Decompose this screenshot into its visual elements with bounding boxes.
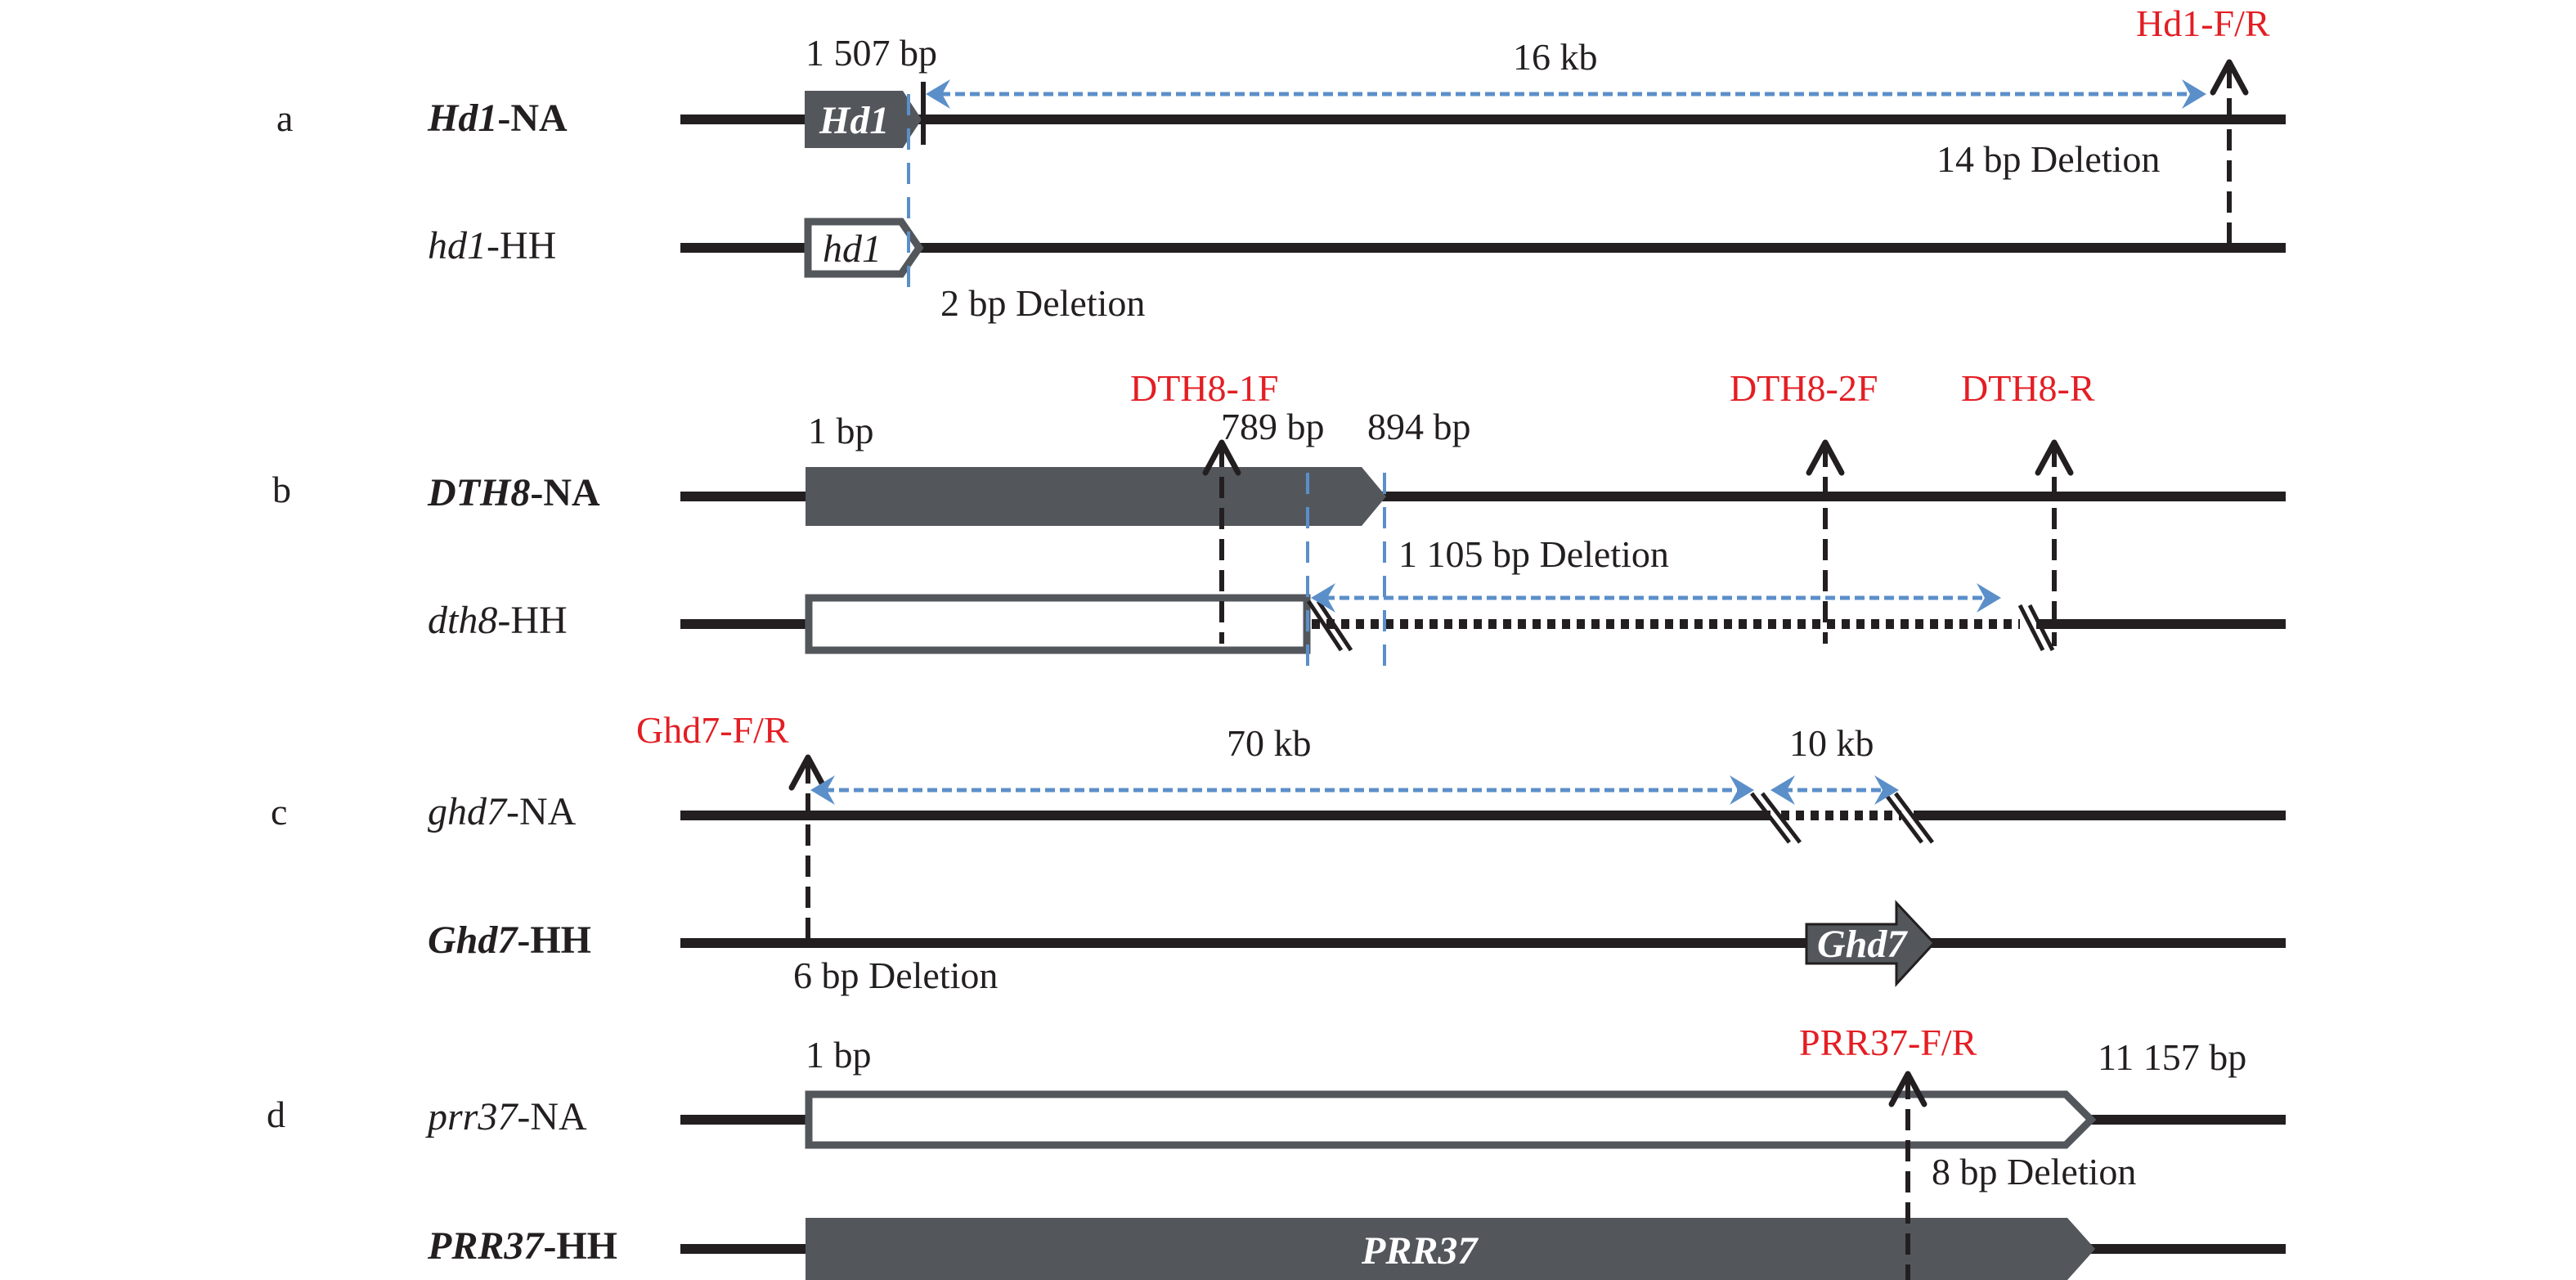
break-mark-dth8-right bbox=[2017, 604, 2055, 652]
position-label-11157bp: 11 157 bp bbox=[2098, 1036, 2246, 1078]
allele-label-ghd7-hh: Ghd7-HH bbox=[428, 918, 591, 962]
panel-label-c: c bbox=[271, 791, 287, 833]
gene-box-prr37 bbox=[806, 1218, 2095, 1280]
interval-arrow-10kb bbox=[1770, 775, 1899, 805]
primer-label-ghd7: Ghd7-F/R bbox=[636, 709, 789, 751]
primer-arrow-dth8-1f bbox=[1202, 439, 1241, 644]
primer-label-prr37: PRR37-F/R bbox=[1799, 1022, 1977, 1063]
deletion-label-2bp: 2 bp Deletion bbox=[940, 282, 1145, 324]
allele-label-prr37-na: prr37-NA bbox=[425, 1095, 587, 1139]
panel-label-b: b bbox=[272, 469, 291, 510]
primer-label-hd1: Hd1-F/R bbox=[2136, 2, 2270, 44]
panel-c: c ghd7-NA Ghd7-HH Ghd7 Ghd7-F/R 70 kb 10… bbox=[271, 709, 2286, 996]
gene-arrow-label-ghd7: Ghd7 bbox=[1817, 923, 1908, 966]
primer-arrow-prr37 bbox=[1888, 1071, 1928, 1280]
primer-label-dth8-2f: DTH8-2F bbox=[1730, 367, 1878, 409]
break-mark-ghd7-right bbox=[1883, 792, 1934, 844]
interval-label-70kb: 70 kb bbox=[1227, 722, 1312, 764]
position-label-789bp: 789 bp bbox=[1221, 406, 1325, 447]
panel-d: d prr37-NA PRR37-HH PRR37 1 bp 11 157 bp… bbox=[267, 1022, 2286, 1280]
primer-label-dth8-1f: DTH8-1F bbox=[1130, 367, 1278, 409]
break-mark-ghd7-left bbox=[1750, 792, 1802, 844]
interval-arrow-deletion bbox=[1311, 583, 2001, 613]
panel-label-a: a bbox=[276, 97, 293, 139]
gene-box-dth8 bbox=[806, 467, 1386, 526]
primer-arrow-ghd7 bbox=[788, 754, 828, 943]
deletion-label-1105bp: 1 105 bp Deletion bbox=[1398, 533, 1669, 575]
gene-box-dth8-mutant bbox=[805, 594, 1311, 654]
panel-a: a Hd1-NA hd1-HH Hd1 hd1 1 507 bp 16 kb H… bbox=[276, 2, 2286, 324]
allele-label-hd1-na: Hd1-NA bbox=[427, 97, 568, 140]
gene-box-label-prr37: PRR37 bbox=[1361, 1229, 1479, 1273]
interval-arrow-16kb bbox=[926, 79, 2206, 109]
gene-end-label: 1 507 bp bbox=[806, 32, 937, 74]
panel-label-d: d bbox=[267, 1094, 285, 1135]
gene-box-prr37-mutant bbox=[805, 1090, 2097, 1149]
primer-label-dth8-r: DTH8-R bbox=[1961, 367, 2095, 409]
gene-box-label-hd1-mutant: hd1 bbox=[823, 227, 882, 271]
interval-label-16kb: 16 kb bbox=[1513, 36, 1598, 78]
deletion-label-8bp: 8 bp Deletion bbox=[1932, 1151, 2136, 1192]
position-label-1bp: 1 bp bbox=[808, 410, 874, 451]
primer-arrow-dth8-r bbox=[2035, 439, 2074, 646]
gene-box-label-hd1: Hd1 bbox=[819, 99, 889, 142]
deletion-label-14bp: 14 bp Deletion bbox=[1936, 138, 2160, 180]
allele-label-prr37-hh: PRR37-HH bbox=[427, 1224, 617, 1268]
interval-label-10kb: 10 kb bbox=[1789, 722, 1874, 764]
gene-box-hd1 bbox=[805, 91, 922, 148]
break-mark-dth8-left bbox=[1306, 600, 1353, 652]
gene-arrow-ghd7 bbox=[1805, 900, 1936, 987]
position-label-1bp-prr37: 1 bp bbox=[806, 1034, 872, 1076]
deletion-label-6bp: 6 bp Deletion bbox=[793, 954, 998, 996]
allele-label-dth8-na: DTH8-NA bbox=[427, 471, 600, 514]
primer-arrow-dth8-2f bbox=[1806, 439, 1845, 644]
primer-arrow-hd1 bbox=[2210, 59, 2249, 248]
gene-box-hd1-mutant bbox=[804, 218, 924, 278]
allele-label-hd1-hh: hd1-HH bbox=[428, 224, 556, 267]
position-label-894bp: 894 bp bbox=[1367, 406, 1471, 447]
allele-label-ghd7-na: ghd7-NA bbox=[428, 790, 577, 833]
interval-arrow-70kb bbox=[810, 775, 1754, 805]
allele-label-dth8-hh: dth8-HH bbox=[428, 599, 568, 642]
panel-b: b DTH8-NA dth8-HH 1 bp 789 bp 894 bp 1 1… bbox=[272, 367, 2286, 679]
